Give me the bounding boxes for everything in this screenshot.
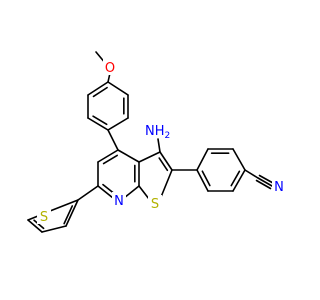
phenyl-bond (87, 117, 109, 131)
thienyl-double-bond (63, 205, 74, 225)
pyridine-thienyl-bond (77, 185, 99, 201)
pyridine-bond (123, 185, 140, 199)
thiophene-bond (159, 151, 173, 171)
thienyl-bond (27, 215, 39, 221)
bond-network (27, 51, 274, 233)
amino-group-nh: NH (145, 124, 165, 139)
aryl-cn-bond (244, 169, 259, 179)
nitrile-nitrogen-label: N (272, 178, 286, 195)
pyridine-nitrogen-label: N (112, 192, 126, 209)
nitrile-nitrogen-text: N (274, 180, 284, 195)
benzo-bond (232, 148, 246, 171)
amino-group-subscript: 2 (165, 131, 171, 141)
nitrile-bond (257, 177, 273, 187)
thiophene-sulfur-label: S (148, 195, 162, 212)
pyridine-nitrogen-text: N (114, 194, 124, 209)
nitrile-bond (258, 174, 274, 184)
benzo-double-bond (230, 170, 241, 187)
thienyl-sulfur-label: S (37, 208, 51, 225)
pyridine-bond (117, 149, 140, 163)
thiophene-sulfur-text: S (151, 197, 159, 212)
c-amino-bond (157, 138, 161, 153)
thienyl-bond (65, 199, 79, 227)
pyridine-double-bond (102, 183, 115, 194)
phenyl-double-bond (92, 86, 108, 98)
pyridine-bond (97, 149, 119, 163)
thiophene-bond (138, 151, 161, 163)
molecule-structure-diagram: O NH2 N S S N (27, 51, 286, 233)
thienyl-bond (41, 225, 67, 233)
benzo-bond (196, 169, 209, 192)
methoxy-oxygen-text: O (105, 61, 115, 76)
thiophene-double-bond (158, 157, 169, 172)
amino-group-text: NH2 (145, 124, 170, 141)
phenyl-double-bond (92, 115, 108, 126)
thienyl-bond (27, 219, 43, 233)
phenyl-bond (107, 81, 129, 96)
pyridine-bond (97, 185, 114, 199)
pyridine-double-bond (102, 154, 118, 165)
amino-group-label: NH2 (143, 122, 173, 141)
thienyl-bond (49, 199, 79, 212)
thienyl-double-bond (33, 219, 45, 230)
benzo-bond (232, 169, 246, 192)
benzo-bond (196, 148, 209, 171)
thienyl-sulfur-text: S (40, 210, 48, 225)
nitrile-bond (255, 179, 272, 190)
thiophene-bond (160, 169, 173, 198)
benzo-double-bond (201, 170, 211, 187)
phenyl-bond (87, 81, 109, 96)
thiophene-bond (138, 185, 150, 200)
phenyl-bond (107, 117, 129, 131)
aryl-c4-bond (107, 129, 119, 151)
methoxy-oxygen-label: O (103, 59, 117, 76)
